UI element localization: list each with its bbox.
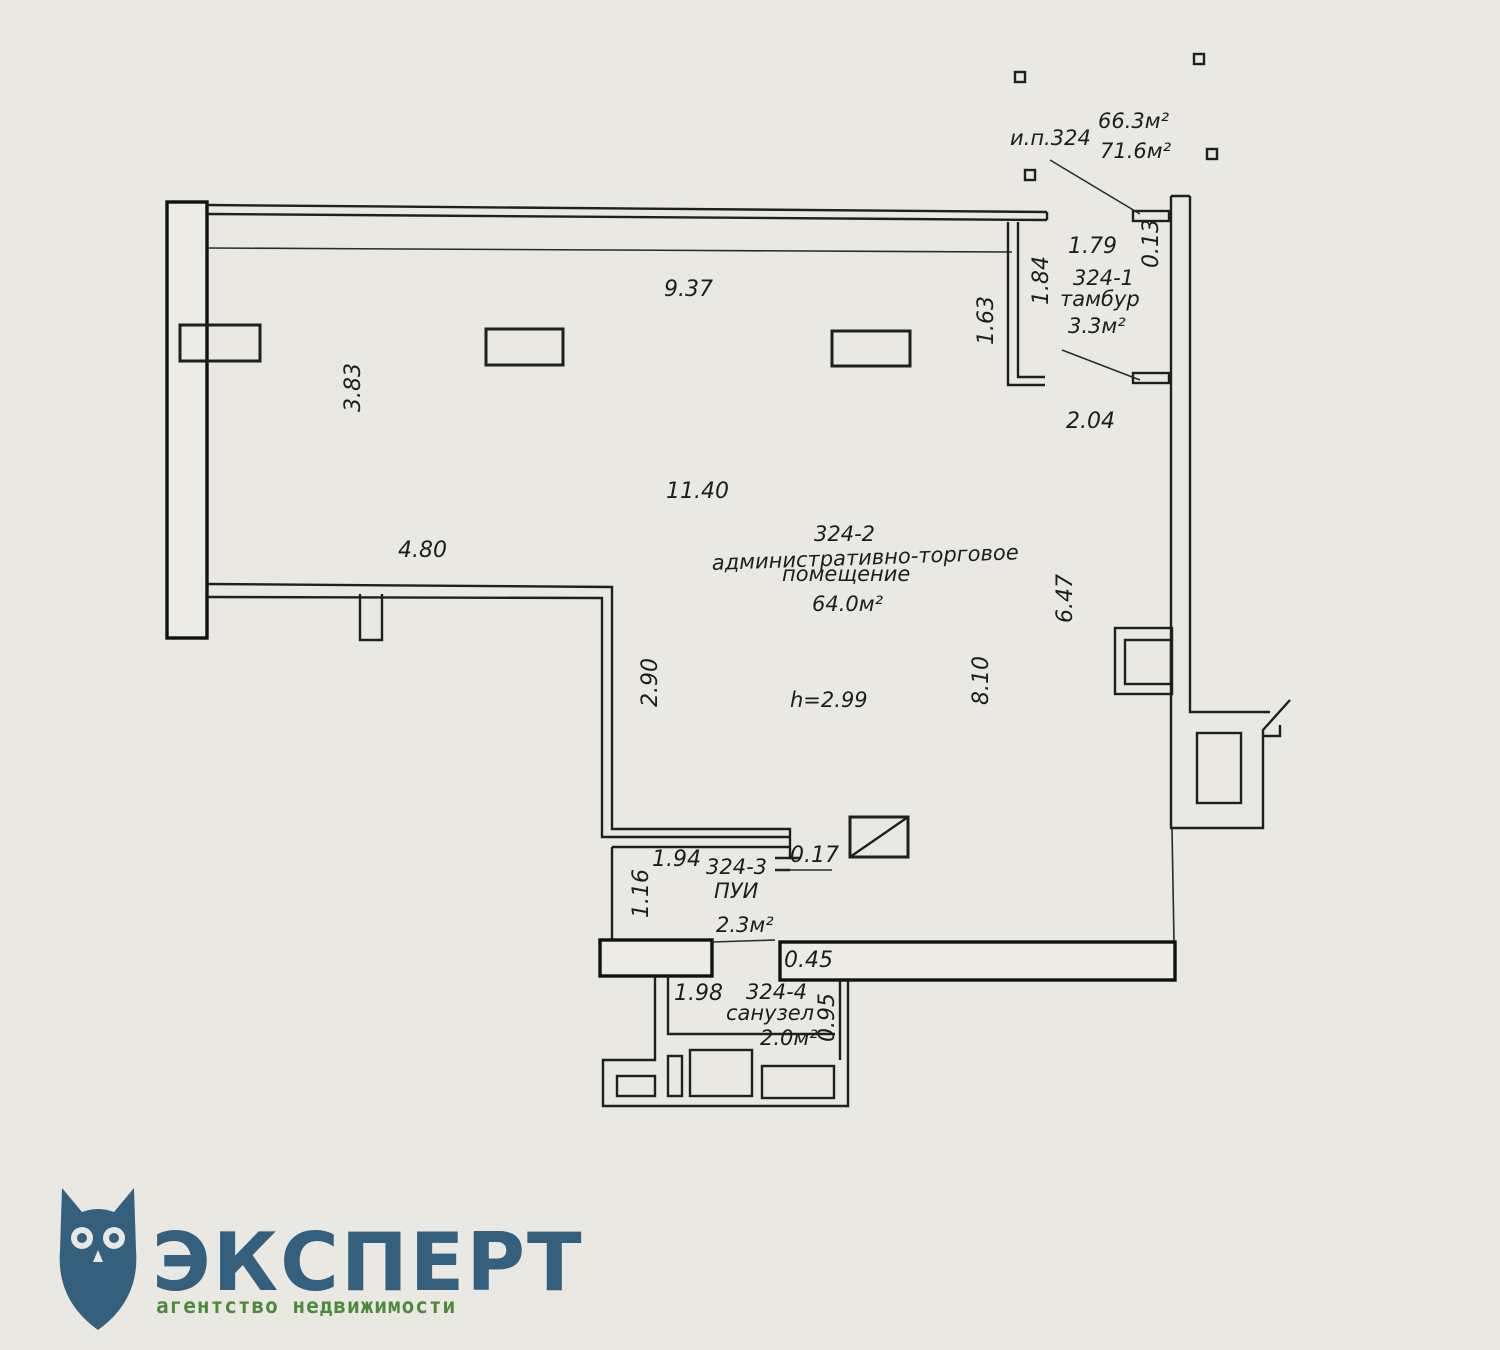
vestibule-area: 3.3м² [1068,314,1126,338]
main-room-area: 64.0м² [812,592,884,616]
columns [178,323,912,859]
utility-area: 2.3м² [716,913,774,937]
survey-point [1013,70,1027,84]
ventilation-shaft [848,815,910,859]
bottom-wall-right [778,940,1177,982]
right-shaft [1195,731,1243,805]
owl-icon [59,1188,137,1330]
utility-id: 324-3 [706,855,767,879]
bathroom-fixture-4 [760,1064,836,1100]
dim-left-width: 4.80 [398,538,447,563]
main-room-id: 324-2 [814,522,875,546]
dim-vestibule-width: 1.79 [1068,234,1117,259]
column-3 [830,329,912,368]
right-wall [1169,194,1291,830]
area-total-1: 66.3м² [1098,109,1170,133]
bathroom-fixture-1 [615,1074,657,1098]
right-niche-inner [1123,638,1173,686]
left-wall-stub [358,594,384,642]
dim-bathroom-height: 0.95 [815,993,840,1042]
bathroom-id: 324-4 [746,980,807,1004]
utility-walls [610,845,790,940]
bathroom-fixture-3 [688,1048,754,1098]
vestibule-name: тамбур [1060,287,1140,311]
left-wall-column [165,200,209,640]
dim-top-width: 9.37 [664,277,713,302]
survey-point [1192,52,1206,66]
utility-name: ПУИ [714,879,759,903]
bathroom-fixture-2 [666,1054,684,1098]
dim-center-vertical: 8.10 [969,656,994,705]
leader-line [1049,159,1141,215]
bathroom-name: санузел [726,1001,814,1025]
dim-vestibule-height: 1.84 [1029,256,1054,305]
dim-vestibule-side: 1.63 [974,296,999,345]
top-wall [206,203,1049,222]
area-total-2: 71.6м² [1100,139,1172,163]
dim-wall-gap: 0.45 [784,948,833,973]
dim-utility-height: 1.16 [629,869,654,918]
main-room-name-2: помещение [782,562,910,586]
dim-utility-offset: 0.17 [790,843,839,868]
dim-utility-width: 1.94 [652,847,701,872]
logo-brand: ЭКСПЕРТ [152,1216,584,1309]
bottom-wall-left [598,938,714,978]
door-opening-line [711,939,776,943]
dim-vestibule-bottom: 2.04 [1066,409,1115,434]
walls [165,194,1291,1108]
main-room-height: h=2.99 [790,688,868,712]
logo-tagline: агентство недвижимости [156,1294,456,1318]
right-lower-line [1171,827,1175,943]
ventilation-diagonal [849,816,909,858]
vestibule-door-top [1131,209,1171,223]
left-lower-wall [206,582,800,860]
top-inner-line [206,247,1013,253]
bathroom-walls [601,976,850,1108]
vestibule-door-bottom [1131,371,1171,385]
column-1 [178,323,262,363]
right-wall-notch [1263,725,1282,738]
dim-right-vertical: 6.47 [1053,574,1078,623]
survey-markers [1013,52,1219,381]
dim-middle-width: 11.40 [666,479,729,504]
survey-point [1023,168,1037,182]
bathroom-area: 2.0м² [760,1026,818,1050]
dim-vestibule-wall: 0.13 [1139,219,1164,268]
agency-logo: ЭКСПЕРТ агентство недвижимости [59,1188,584,1330]
dim-left-upper: 3.83 [341,363,366,412]
leader-line [1061,349,1141,381]
column-2 [484,327,565,367]
dim-bathroom-width: 1.98 [674,981,723,1006]
vestibule-inner-wall [1006,222,1045,387]
unit-label: и.п.324 [1010,126,1091,150]
vestibule-id: 324-1 [1073,266,1134,290]
survey-point [1205,147,1219,161]
dim-inner-vertical: 2.90 [638,658,663,707]
